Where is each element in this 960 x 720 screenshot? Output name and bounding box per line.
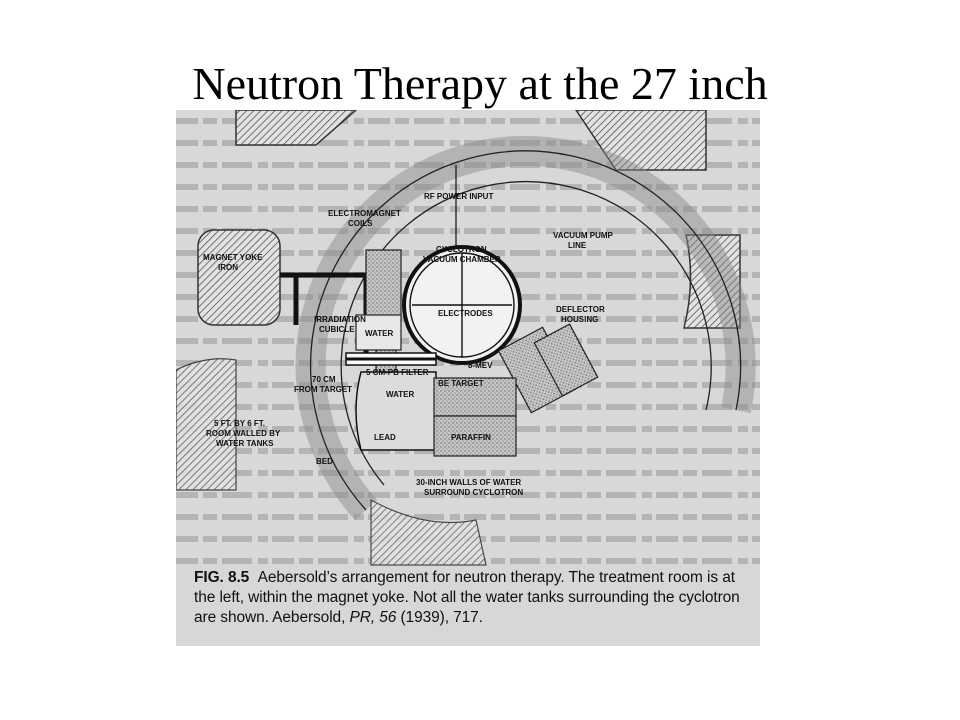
label-walls-2: SURROUND CYCLOTRON: [424, 488, 523, 497]
label-room-1: 5 FT. BY 6 FT.: [214, 419, 265, 428]
label-cyclotron: CYCLOTRON: [436, 245, 487, 254]
label-filter: 5 CM-PB FILTER: [366, 368, 429, 377]
label-distance-2: FROM TARGET: [294, 385, 352, 394]
caption-journal: PR, 56: [349, 609, 397, 626]
label-cubicle: CUBICLE: [319, 325, 355, 334]
label-walls-1: 30-INCH WALLS OF WATER: [416, 478, 521, 487]
yoke-top-left: [235, 110, 358, 146]
label-paraffin: PARAFFIN: [451, 433, 491, 442]
slide-title: Neutron Therapy at the 27 inch: [192, 58, 768, 109]
label-vacuum-pump: VACUUM PUMP: [553, 231, 614, 240]
paraffin-upper: [433, 377, 517, 417]
label-mev: 8-MEV: [468, 361, 493, 370]
figure-caption: FIG. 8.5 Aebersold’s arrangement for neu…: [194, 568, 750, 628]
label-lead: LEAD: [374, 433, 396, 442]
lead-block: [355, 371, 437, 451]
label-room-2: ROOM WALLED BY: [206, 429, 281, 438]
paraffin-block: [433, 415, 517, 457]
label-magnet-yoke: MAGNET YOKE: [203, 253, 263, 262]
yoke-bottom-left: [176, 358, 237, 491]
label-bed: BED: [316, 457, 333, 466]
yoke-left: [197, 229, 281, 326]
label-electrodes: ELECTRODES: [438, 309, 493, 318]
figure-scan: ELECTROMAGNET COILS RF POWER INPUT CYCLO…: [176, 110, 760, 646]
caption-text: Aebersold’s arrangement for neutron ther…: [194, 569, 740, 626]
label-room-3: WATER TANKS: [216, 439, 274, 448]
yoke-top-right: [575, 110, 707, 171]
caption-fig-number: FIG. 8.5: [194, 569, 250, 586]
water-box: [355, 314, 402, 351]
electromagnet-coils: [365, 249, 402, 321]
yoke-right: [683, 234, 741, 329]
label-deflector: DEFLECTOR: [556, 305, 605, 314]
label-be-target: BE TARGET: [438, 379, 484, 388]
label-water-2: WATER: [386, 390, 415, 399]
label-iron: IRON: [218, 263, 238, 272]
label-electromagnet-2: COILS: [348, 219, 373, 228]
label-electromagnet-1: ELECTROMAGNET: [328, 209, 401, 218]
caption-citation: (1939), 717.: [396, 609, 483, 626]
label-pump-line: LINE: [568, 241, 587, 250]
label-distance-1: 70 CM: [312, 375, 336, 384]
label-water-1: WATER: [365, 329, 394, 338]
label-irradiation: IRRADIATION: [314, 315, 366, 324]
cyclotron-diagram: ELECTROMAGNET COILS RF POWER INPUT CYCLO…: [176, 110, 760, 566]
yoke-bottom: [370, 498, 487, 566]
label-housing: HOUSING: [561, 315, 598, 324]
label-rf-power-input: RF POWER INPUT: [424, 192, 493, 201]
label-vacuum-chamber: VACUUM CHAMBER: [423, 255, 501, 264]
